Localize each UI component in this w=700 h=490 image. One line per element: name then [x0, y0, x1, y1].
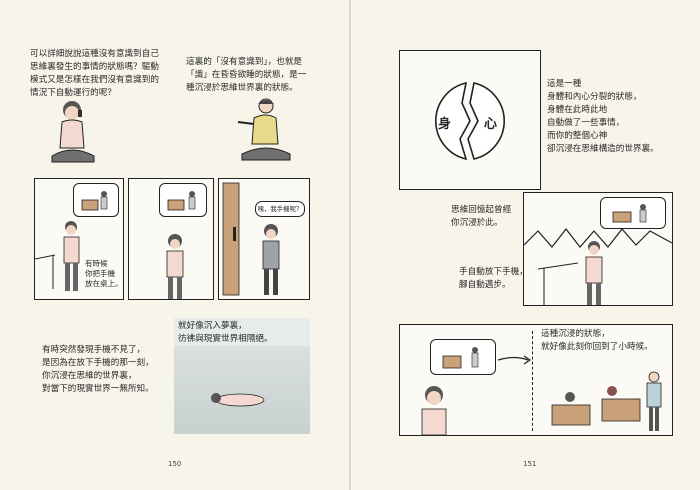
classroom-illustration — [551, 371, 662, 431]
hand-text: 手自動放下手機， 腳自動邁步。 — [459, 267, 528, 290]
adult-thinking-illustration — [421, 386, 447, 435]
floating-person-illustration — [211, 393, 265, 407]
page-number-right: 151 — [523, 460, 537, 468]
label-phone: 有時候 你把手機 放在桌上。 — [85, 259, 123, 288]
zigzag-divider — [524, 228, 672, 248]
split-circle-illustration — [435, 81, 505, 161]
left-page: 可以詳細說說這種沒有意識到自己 思維裏發生的事情的狀態嗎？驅動 模式又是怎樣在我… — [0, 0, 349, 490]
seated-person-phone-illustration — [51, 101, 95, 163]
person-dropping-phone-illustration — [537, 241, 603, 305]
person-with-table-illustration — [35, 221, 80, 291]
desk-scene-icon — [81, 191, 108, 211]
past-text: 這種沉浸的狀態， 就好像此刻你回到了小時候。 — [541, 329, 653, 352]
desk-scene-icon-2 — [167, 191, 196, 211]
water-area — [174, 346, 310, 434]
dream-text: 就好像沉入夢裏， 彷彿與現實世界相隔絕。 — [178, 321, 273, 344]
lost-phone-text: 有時突然發現手機不見了， 是因為在放下手機的那一刻， 你沉浸在思維的世界裏， 對… — [42, 345, 154, 394]
book-gutter — [348, 0, 352, 490]
thought-bubble — [73, 183, 119, 217]
panel-forgetting — [128, 178, 214, 300]
person-searching-illustration — [262, 224, 280, 295]
arrow-right-icon — [497, 355, 532, 365]
page-number-left: 150 — [168, 460, 182, 468]
split-text: 這是一種 身體和內心分裂的狀態， 身體在此時此地 自動做了一些事情， 而你的整個… — [547, 79, 659, 154]
thought-text: 思維回憶起曾經 你沉浸於此。 — [451, 205, 512, 228]
dream-panel — [174, 318, 310, 434]
right-page: 身 心 這是一種 身體和內心分裂的狀態， 身體在此時此地 自動做了一些事情， 而… — [351, 0, 700, 490]
answer-text: 這裏的「沒有意識到」，也就是 「識」在昏昏欲睡的狀態，是一 種沉浸於思維世界裏的… — [186, 57, 307, 93]
panel-body-mind-split: 身 心 — [399, 50, 541, 190]
seated-man-gesture-illustration — [237, 98, 291, 161]
thought-bubble-2 — [159, 183, 207, 217]
thought-bubble-4 — [430, 339, 496, 375]
panel-phone-on-table: 有時候 你把手機 放在桌上。 — [34, 178, 124, 300]
desk-scene-icon-3 — [612, 204, 647, 223]
person-standing-illustration — [166, 234, 184, 299]
panel-automatic-action — [523, 192, 673, 306]
body-char: 身 — [438, 117, 452, 132]
intro-text: 可以詳細說說這種沒有意識到自己 思維裏發生的事情的狀態嗎？驅動 模式又是怎樣在我… — [30, 49, 159, 98]
dashed-divider — [532, 331, 533, 431]
door-illustration — [222, 182, 240, 296]
panel-childhood — [399, 324, 673, 436]
panel-looking-for-phone: 咦，我手機呢？ — [218, 178, 310, 300]
desk-scene-icon-4 — [442, 347, 479, 369]
speech-bubble-phone: 咦，我手機呢？ — [255, 201, 305, 217]
mind-char: 心 — [484, 117, 498, 132]
thought-bubble-3 — [600, 197, 666, 229]
